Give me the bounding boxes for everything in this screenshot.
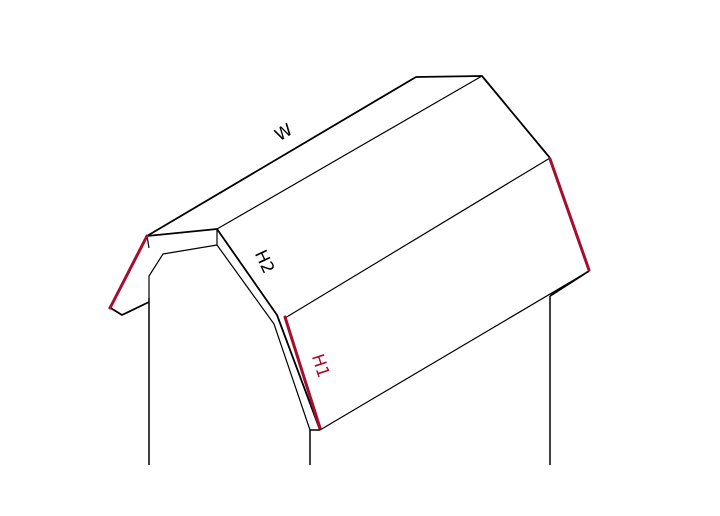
h1-edge-front — [283, 315, 322, 430]
height-upper-label: H2 — [250, 247, 278, 277]
width-label: W — [272, 120, 297, 146]
lower-eave-line — [319, 270, 590, 431]
ridge-line — [216, 75, 483, 230]
roof-planes — [146, 75, 590, 431]
wall-lines — [148, 296, 551, 465]
h1-edge-right — [548, 157, 591, 272]
left-eave-end — [108, 301, 150, 316]
gable-inner-profile — [148, 244, 311, 431]
h1-edge-left — [108, 234, 149, 310]
h1-highlight-edges — [108, 157, 591, 430]
gable-profile — [108, 228, 321, 431]
upper-roof-back-edge — [146, 75, 551, 237]
right-eave-end — [549, 270, 590, 297]
slope-break-line — [284, 157, 551, 319]
gable-outer-profile — [146, 228, 321, 431]
height-lower-label: H1 — [307, 352, 333, 381]
